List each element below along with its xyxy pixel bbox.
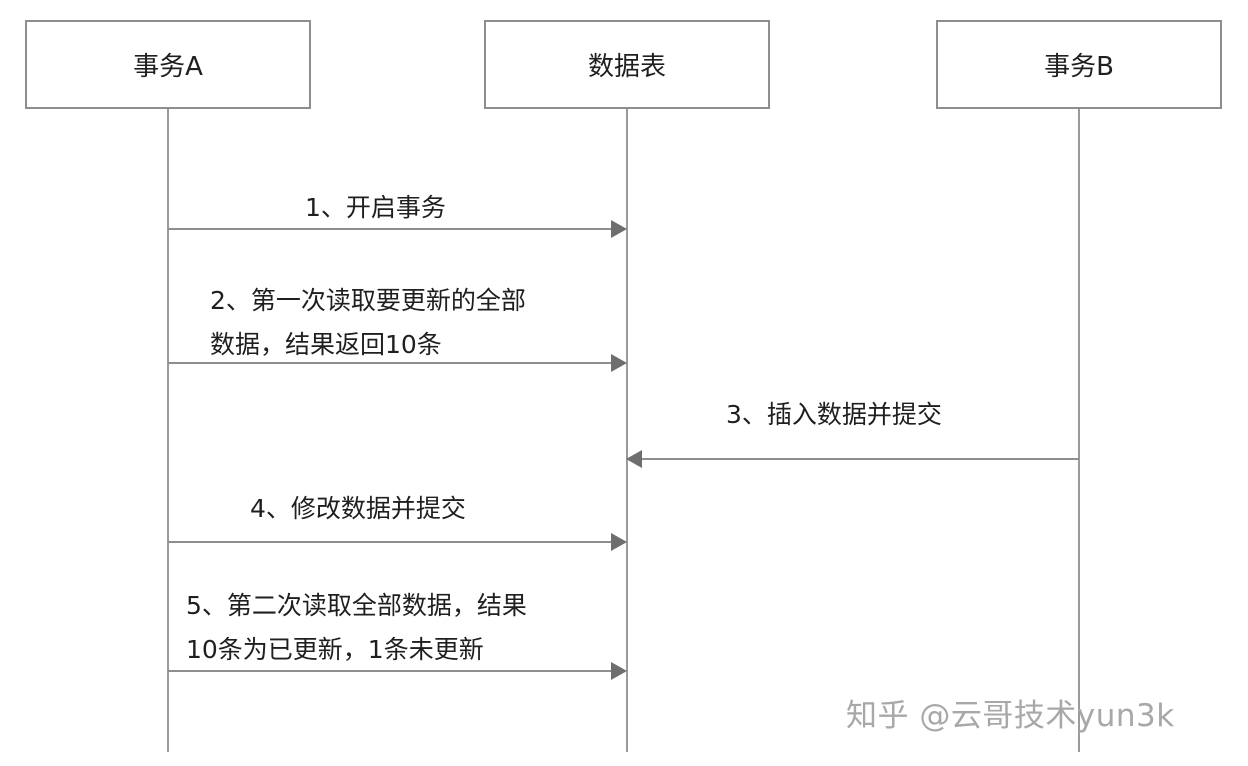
- message-1-arrowhead: [611, 220, 627, 238]
- message-2-line-1: 2、第一次读取要更新的全部: [210, 286, 526, 315]
- message-4-arrowhead: [611, 533, 627, 551]
- lifeline-transaction-a: [167, 109, 169, 752]
- message-2-label: 2、第一次读取要更新的全部 数据，结果返回10条: [210, 279, 526, 367]
- actor-box-transaction-b: 事务B: [936, 20, 1222, 109]
- message-2-arrowhead: [611, 354, 627, 372]
- actor-label-transaction-a: 事务A: [133, 52, 203, 82]
- actor-box-data-table: 数据表: [484, 20, 770, 109]
- message-3-arrowhead: [626, 450, 642, 468]
- message-5-line-2: 10条为已更新，1条未更新: [186, 635, 484, 664]
- message-2-line-2: 数据，结果返回10条: [210, 330, 442, 359]
- message-4-arrow-line: [168, 541, 614, 543]
- message-3-line-1: 3、插入数据并提交: [726, 400, 942, 429]
- message-4-line-1: 4、修改数据并提交: [250, 494, 466, 523]
- message-2-arrow-line: [168, 362, 614, 364]
- lifeline-data-table: [626, 109, 628, 752]
- message-4-label: 4、修改数据并提交: [250, 487, 466, 531]
- actor-label-transaction-b: 事务B: [1044, 52, 1114, 82]
- message-5-line-1: 5、第二次读取全部数据，结果: [186, 591, 527, 620]
- message-5-arrowhead: [611, 662, 627, 680]
- message-1-label: 1、开启事务: [305, 186, 446, 230]
- lifeline-transaction-b: [1078, 109, 1080, 752]
- message-3-arrow-line: [640, 458, 1079, 460]
- message-5-label: 5、第二次读取全部数据，结果 10条为已更新，1条未更新: [186, 584, 527, 672]
- actor-label-data-table: 数据表: [587, 52, 666, 82]
- message-1-arrow-line: [168, 228, 614, 230]
- message-5-arrow-line: [168, 670, 614, 672]
- watermark: 知乎 @云哥技术yun3k: [846, 698, 1175, 734]
- message-3-label: 3、插入数据并提交: [726, 393, 942, 437]
- actor-box-transaction-a: 事务A: [25, 20, 311, 109]
- message-1-line-1: 1、开启事务: [305, 193, 446, 222]
